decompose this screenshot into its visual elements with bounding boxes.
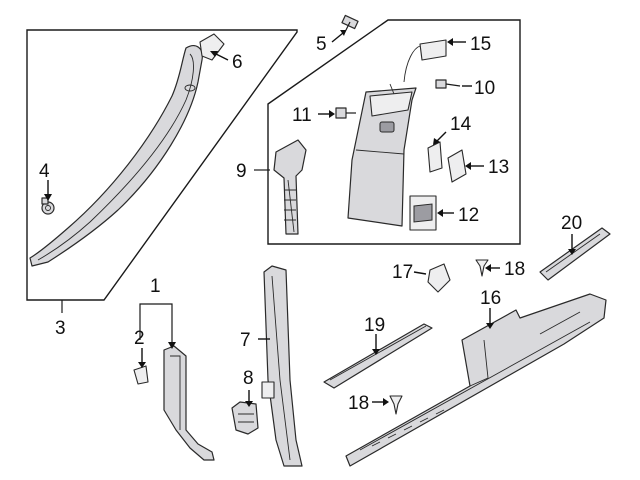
arrowhead-2 (138, 362, 146, 368)
callout-4: 4 (39, 161, 50, 182)
callout-11: 11 (292, 105, 312, 126)
b-pillar-upper-trim (347, 83, 417, 227)
callout-20: 20 (561, 213, 582, 234)
arrowhead-5 (340, 30, 346, 36)
callout-5: 5 (316, 34, 327, 55)
part-18-pin-top (475, 259, 489, 277)
arrowhead-15 (447, 38, 453, 46)
arrowhead-13 (465, 162, 471, 170)
callout-18-top: 18 (504, 259, 525, 280)
part-17-clip (427, 263, 451, 293)
part-16-sill-panel (345, 293, 607, 467)
callout-18-bottom: 18 (348, 393, 369, 414)
callout-15: 15 (470, 34, 491, 55)
arrowhead-8 (245, 401, 253, 407)
callout-9: 9 (236, 161, 247, 182)
arrowhead-1 (168, 342, 176, 349)
leader-17 (413, 271, 427, 275)
arrowhead-19 (372, 349, 380, 355)
group-box-left (26, 29, 298, 301)
part-10-bolt (435, 79, 461, 89)
part-18-pin-bottom (389, 395, 403, 415)
part-13-clip (447, 149, 467, 183)
leader-1 (139, 303, 173, 346)
callout-6: 6 (232, 52, 243, 73)
callout-10: 10 (474, 78, 495, 99)
part-11-bolt (335, 107, 356, 119)
part-7-pillar (261, 265, 303, 467)
part-15-tab (403, 39, 447, 83)
group-box-right (267, 19, 521, 245)
callout-2: 2 (134, 328, 145, 349)
part-2-clip (133, 365, 149, 385)
arrowhead-18a (485, 264, 491, 272)
leader-5 (331, 32, 344, 43)
part-1-trim-panel (163, 345, 215, 461)
arrowhead-4 (44, 194, 52, 201)
callout-16: 16 (480, 288, 501, 309)
part-9-bracket (273, 139, 307, 235)
part-14-clip (427, 141, 443, 173)
callout-7: 7 (240, 330, 251, 351)
callout-14: 14 (450, 114, 472, 135)
callout-8: 8 (243, 368, 254, 389)
callout-12: 12 (458, 205, 479, 226)
arrowhead-11 (329, 110, 335, 118)
part-19-sill-strip (323, 323, 433, 389)
callout-3: 3 (55, 318, 66, 339)
part-4-nut (41, 197, 55, 215)
arrowhead-6 (210, 51, 218, 57)
arrowhead-16 (486, 323, 494, 329)
a-pillar-trim (29, 45, 203, 267)
part-6-clip (199, 33, 225, 61)
arrowhead-20 (568, 249, 576, 255)
arrowhead-14 (433, 138, 440, 145)
callout-1: 1 (150, 276, 161, 297)
callout-19: 19 (364, 315, 385, 336)
part-20-scuff-strip (539, 227, 611, 281)
part-8-bracket (231, 401, 259, 435)
callout-13: 13 (488, 157, 509, 178)
leader-14 (435, 131, 447, 143)
arrowhead-18b (383, 398, 389, 406)
part-12-pad (409, 195, 437, 231)
arrowhead-12 (437, 209, 443, 217)
callout-17: 17 (392, 262, 413, 283)
